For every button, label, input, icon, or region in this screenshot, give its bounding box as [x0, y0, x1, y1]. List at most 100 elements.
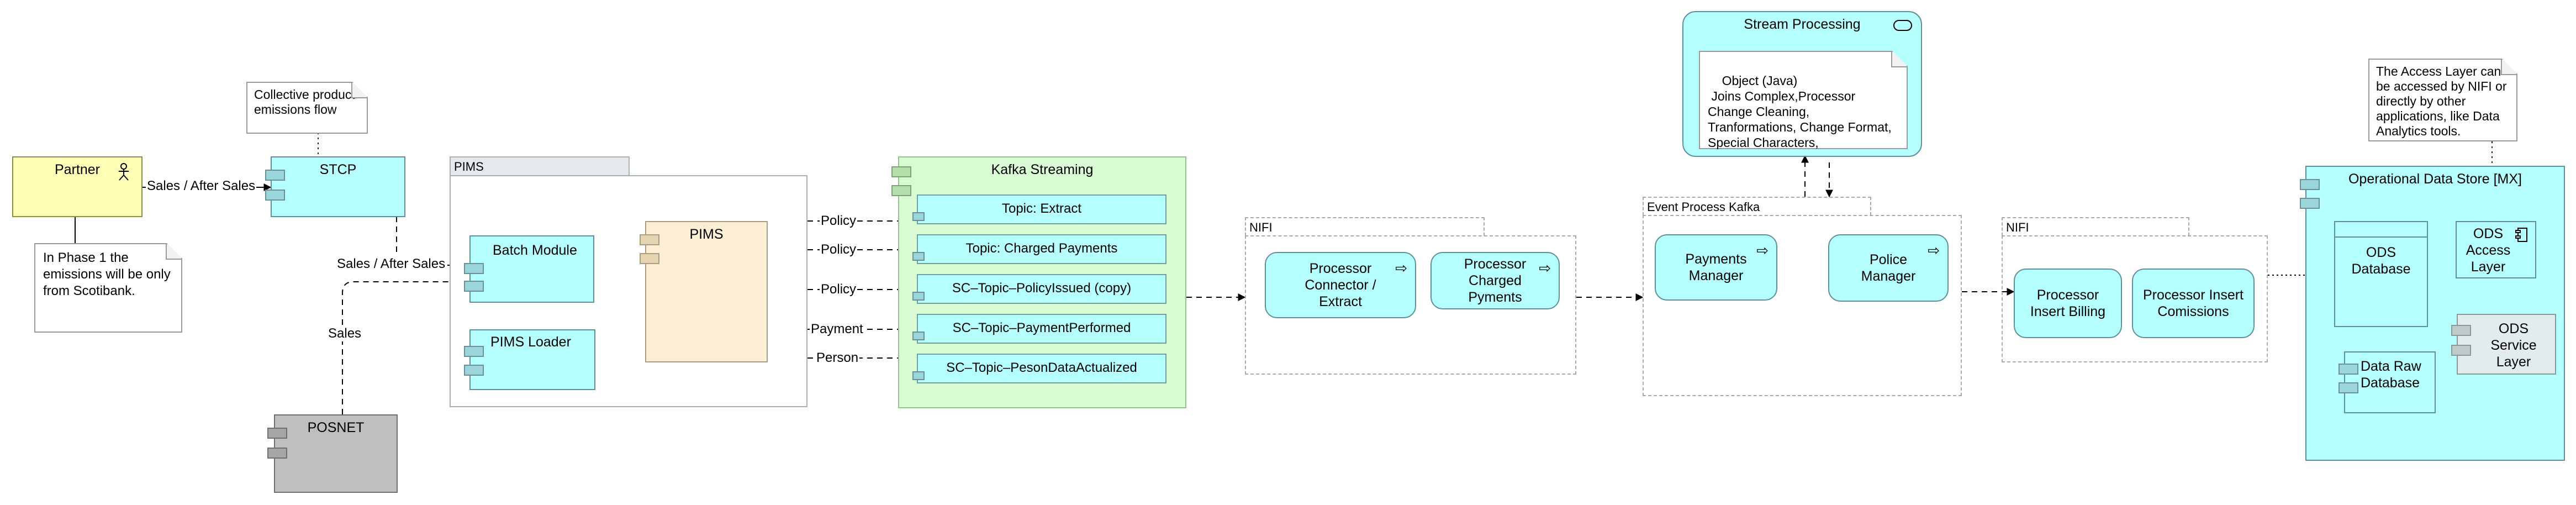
pims-group-tab: PIMS — [450, 156, 630, 176]
pims-group-label: PIMS — [454, 160, 484, 173]
nifi-group-2-tab: NIFI — [2002, 217, 2189, 236]
edge-label-policy-1: Policy — [820, 213, 858, 229]
kafka-streaming-label: Kafka Streaming — [991, 162, 1094, 177]
component-icon — [2517, 228, 2527, 242]
kafka-topic-label: SC–Topic–PesonDataActualized — [946, 360, 1137, 375]
component-port-icon — [464, 346, 484, 357]
component-port-icon — [891, 185, 911, 196]
pims-node[interactable]: PIMS — [640, 221, 768, 362]
nifi-group-2 — [2002, 235, 2268, 362]
component-port-icon — [912, 252, 925, 261]
component-port-icon — [912, 371, 925, 380]
pims-loader-label: PIMS Loader — [490, 334, 571, 350]
batch-module-node[interactable]: Batch Module — [464, 235, 594, 303]
access-layer-note-text: The Access Layer can be accessed by NIFI… — [2376, 64, 2507, 138]
database-header — [2335, 222, 2427, 238]
stcp-node[interactable]: STCP — [265, 156, 405, 217]
stcp-label: STCP — [319, 162, 357, 177]
component-port-icon — [464, 263, 484, 274]
stcp-note: Collective product emissions flow — [246, 82, 368, 134]
kafka-topic-policy-issued[interactable]: SC–Topic–PolicyIssued (copy) — [917, 274, 1166, 304]
process-arrow-icon: ⇨ — [1928, 242, 1940, 259]
processor-insert-comissions[interactable]: Processor Insert Comissions — [2132, 269, 2255, 338]
edge-label-policy-2: Policy — [820, 242, 858, 257]
ods-service-layer-label: ODS Service Layer — [2490, 321, 2537, 370]
process-arrow-icon: ⇨ — [1756, 242, 1769, 259]
processor-label: Processor Insert Billing — [2030, 287, 2106, 319]
stream-processing-label: Stream Processing — [1744, 17, 1861, 32]
ods-service-layer-node[interactable]: ODS Service Layer — [2451, 314, 2556, 375]
process-arrow-icon: ⇨ — [1539, 260, 1551, 276]
edge-label-person: Person — [815, 350, 860, 366]
stream-processing-note-text: Object (Java) Joins Complex,Processor Ch… — [1708, 73, 1892, 150]
stream-processing-node[interactable]: Stream Processing Object (Java) Joins Co… — [1682, 11, 1922, 157]
event-kafka-label: Event Process Kafka — [1647, 200, 1760, 214]
police-manager[interactable]: Police Manager ⇨ — [1828, 234, 1949, 302]
nifi-group-1-label: NIFI — [1249, 220, 1273, 234]
component-port-icon — [464, 365, 484, 376]
processor-connector-extract[interactable]: Processor Connector / Extract ⇨ — [1265, 252, 1416, 318]
nifi-group-1 — [1245, 235, 1576, 375]
ods-database-label: ODS Database — [2351, 245, 2411, 277]
posnet-label: POSNET — [307, 420, 365, 435]
data-raw-database-node[interactable]: Data Raw Database — [2339, 351, 2436, 413]
component-port-icon — [2451, 345, 2471, 356]
edge-label-policy-3: Policy — [820, 282, 858, 297]
partner-label: Partner — [55, 162, 100, 177]
component-port-icon — [265, 170, 285, 181]
processor-insert-billing[interactable]: Processor Insert Billing — [2014, 269, 2122, 338]
kafka-topic-extract[interactable]: Topic: Extract — [917, 194, 1166, 224]
edge-label-sales-after-1: Sales / After Sales — [146, 178, 257, 194]
component-port-icon — [912, 212, 925, 221]
kafka-topic-label: Topic: Charged Payments — [965, 241, 1118, 256]
component-port-icon — [640, 234, 659, 245]
edge-label-sales: Sales — [327, 326, 363, 341]
pims-loader-node[interactable]: PIMS Loader — [464, 329, 595, 390]
component-port-icon — [2451, 325, 2471, 336]
partner-note: In Phase 1 the emissions will be only fr… — [34, 243, 182, 333]
kafka-topic-charged-payments[interactable]: Topic: Charged Payments — [917, 234, 1166, 264]
ods-access-layer-label: ODS Access Layer — [2466, 226, 2511, 275]
edge-label-payment: Payment — [810, 322, 864, 337]
edge-label-sales-after-2: Sales / After Sales — [336, 256, 447, 272]
component-port-icon — [265, 190, 285, 201]
processor-charged-payments[interactable]: Processor Charged Pyments ⇨ — [1430, 252, 1560, 309]
process-arrow-icon: ⇨ — [1395, 260, 1407, 276]
processor-label: Payments Manager — [1685, 251, 1747, 283]
partner-node[interactable]: Partner — [12, 156, 142, 217]
edge-posnet-batch — [342, 278, 471, 414]
batch-module-label: Batch Module — [493, 243, 577, 258]
component-icon-port — [2515, 235, 2521, 239]
component-port-icon — [2300, 179, 2320, 190]
component-port-icon — [2339, 364, 2358, 375]
stcp-note-text: Collective product emissions flow — [254, 87, 355, 117]
component-port-icon — [912, 332, 925, 340]
component-port-icon — [267, 428, 287, 439]
kafka-topic-person-data[interactable]: SC–Topic–PesonDataActualized — [917, 354, 1166, 383]
pims-node-label: PIMS — [689, 227, 724, 242]
kafka-topic-label: SC–Topic–PaymentPerformed — [952, 320, 1131, 335]
processor-label: Processor Connector / Extract — [1305, 261, 1376, 309]
event-kafka-tab: Event Process Kafka — [1643, 197, 1871, 215]
partner-note-text: In Phase 1 the emissions will be only fr… — [43, 250, 171, 298]
event-kafka-group — [1643, 215, 1962, 396]
stream-processing-note: Object (Java) Joins Complex,Processor Ch… — [1699, 51, 1908, 149]
component-port-icon — [640, 253, 659, 264]
actor-icon — [119, 163, 129, 181]
component-port-icon — [2339, 382, 2358, 393]
processor-label: Processor Insert Comissions — [2142, 287, 2244, 319]
kafka-topic-payment-performed[interactable]: SC–Topic–PaymentPerformed — [917, 314, 1166, 344]
ods-label: Operational Data Store [MX] — [2348, 171, 2522, 187]
posnet-node[interactable]: POSNET — [267, 414, 398, 493]
component-port-icon — [267, 448, 287, 459]
nifi-group-1-tab: NIFI — [1245, 217, 1485, 236]
ods-access-layer-node[interactable]: ODS Access Layer — [2456, 221, 2536, 278]
component-icon-port — [2515, 230, 2521, 233]
payments-manager[interactable]: Payments Manager ⇨ — [1655, 234, 1777, 301]
ods-database-node[interactable]: ODS Database — [2334, 221, 2428, 327]
kafka-topic-label: SC–Topic–PolicyIssued (copy) — [952, 281, 1132, 296]
service-icon — [1893, 20, 1912, 31]
component-port-icon — [912, 292, 925, 301]
nifi-group-2-label: NIFI — [2006, 220, 2029, 234]
processor-label: Processor Charged Pyments — [1464, 256, 1527, 305]
